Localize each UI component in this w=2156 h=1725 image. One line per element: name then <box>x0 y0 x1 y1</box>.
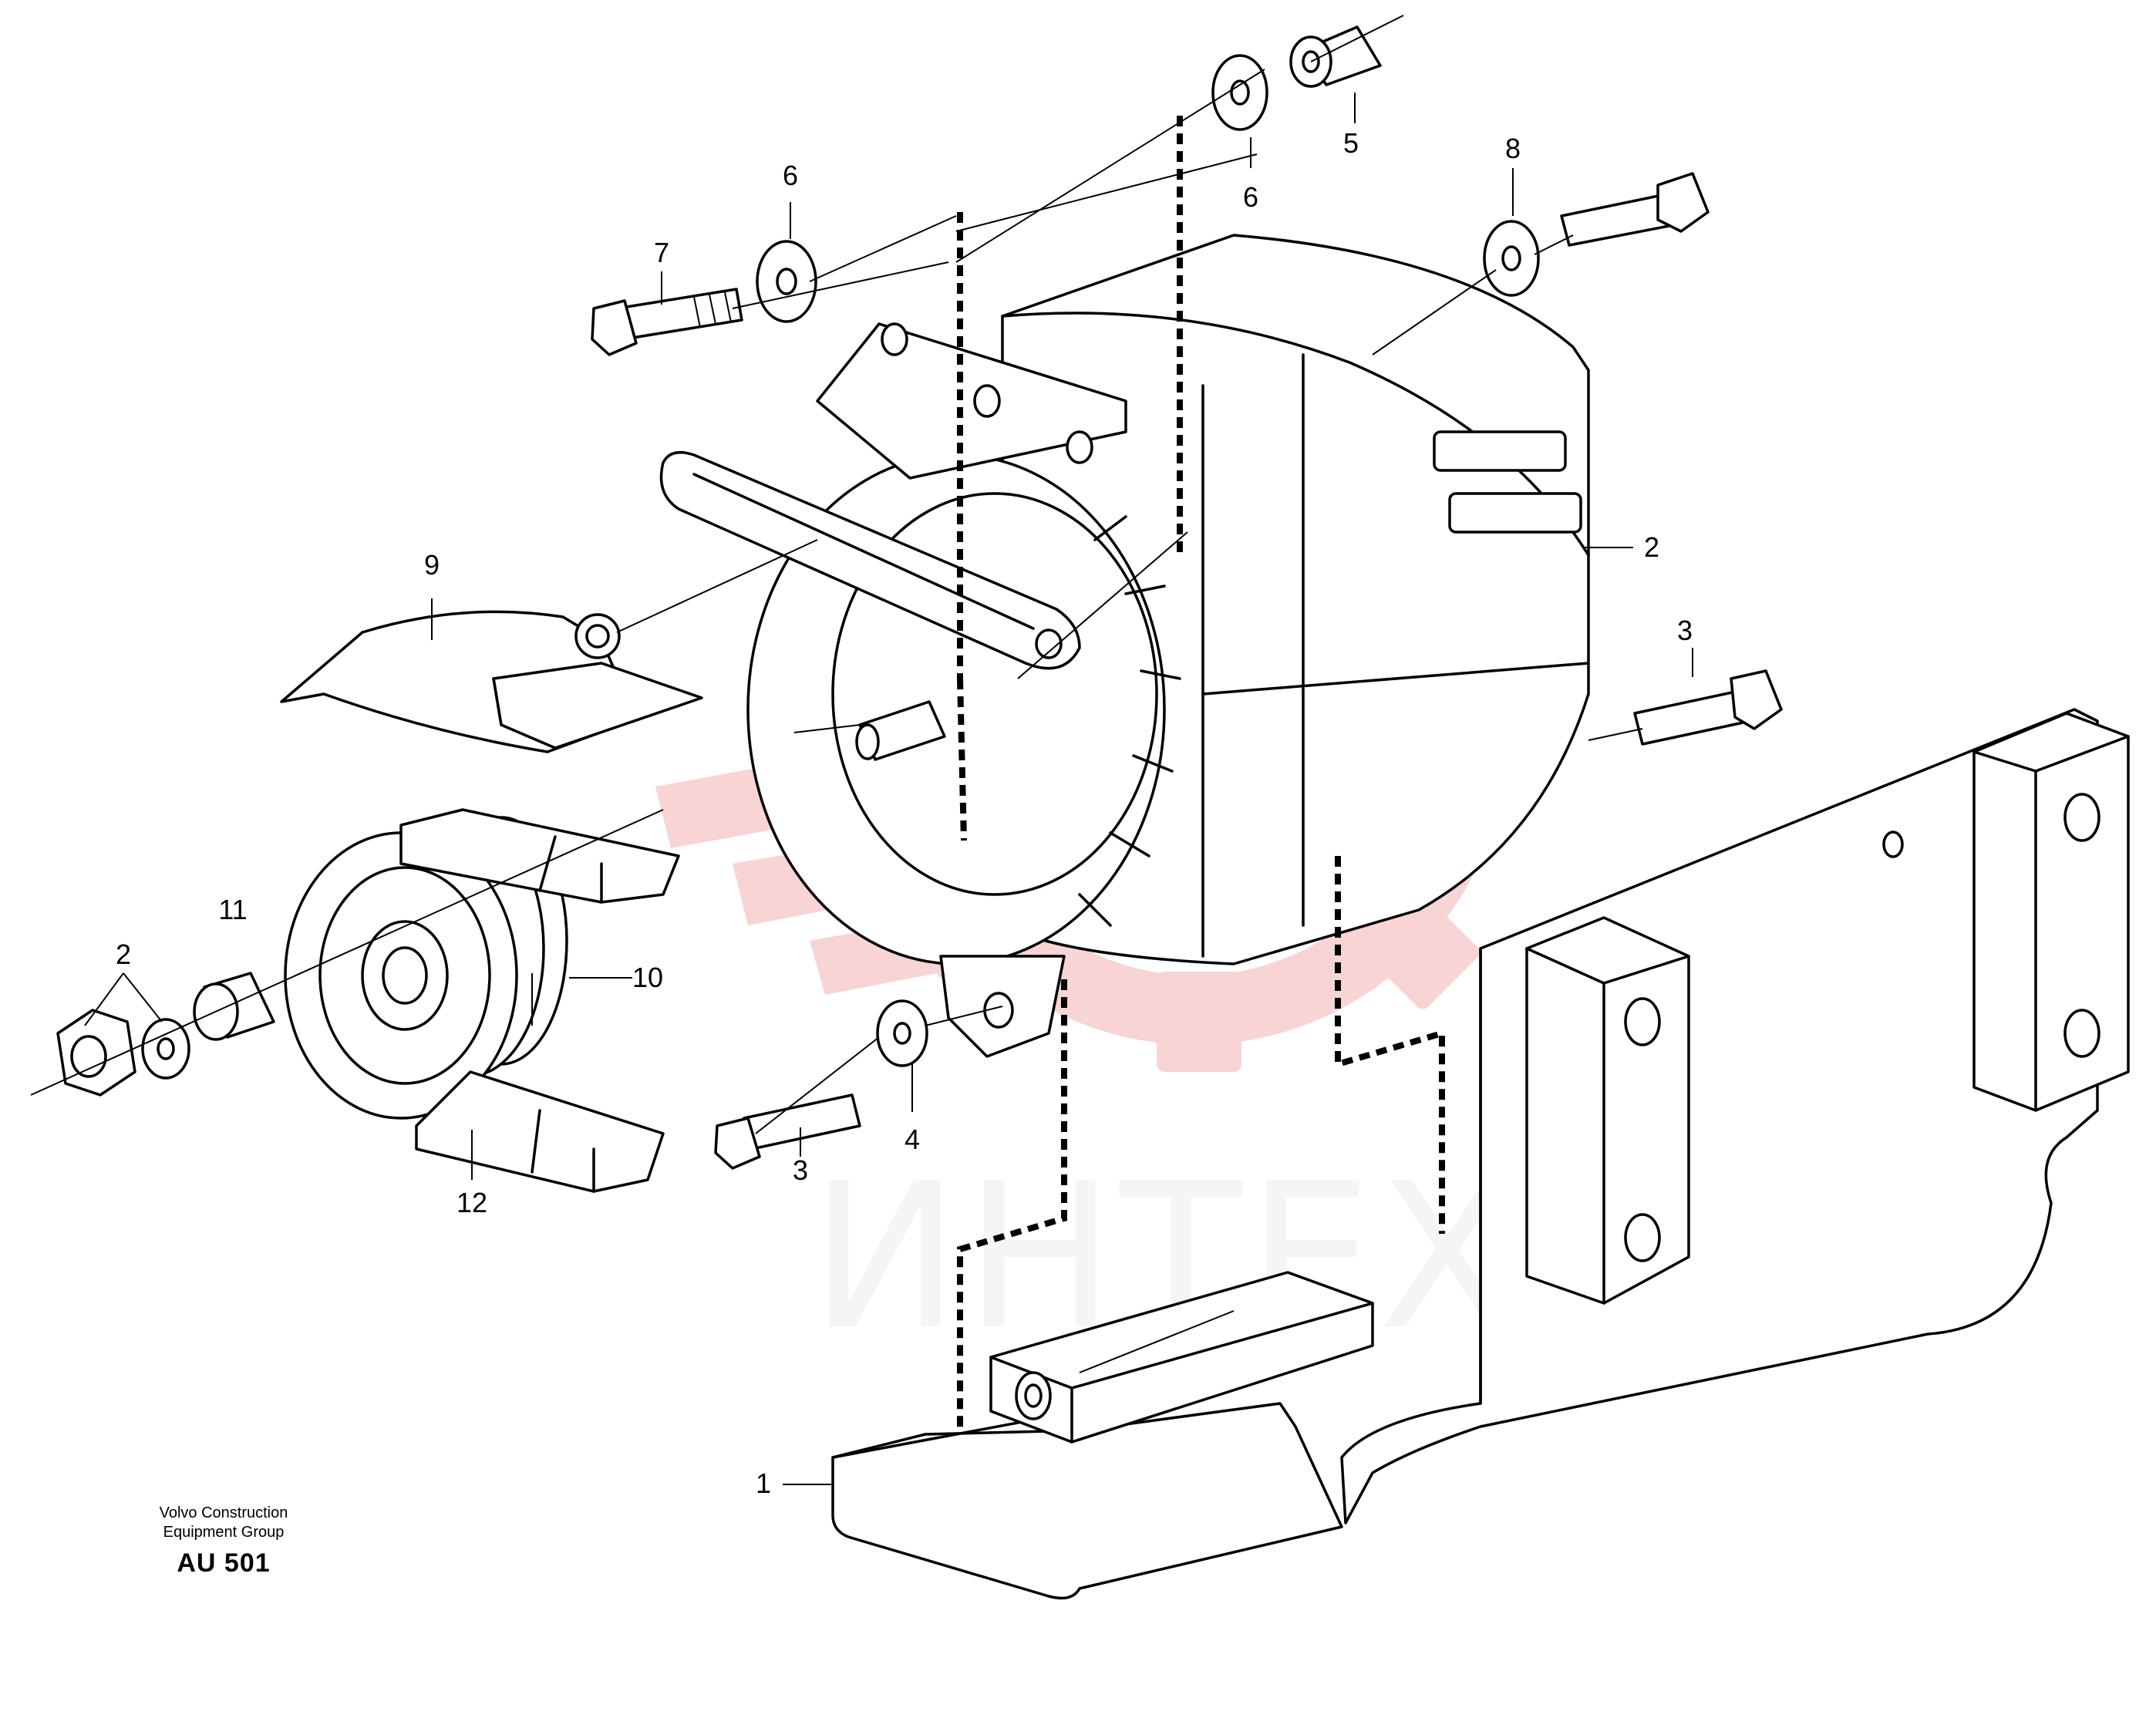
callout-numbers: 1 2 2 3 3 4 5 6 6 7 8 9 10 11 12 <box>116 127 1693 1499</box>
callout-1: 1 <box>756 1467 771 1499</box>
callout-12: 12 <box>456 1187 487 1218</box>
credit-line-1: Volvo Construction <box>159 1504 288 1521</box>
callout-6-left: 6 <box>783 160 798 191</box>
belt-guard <box>280 610 703 753</box>
credit-line-2: Equipment Group <box>163 1524 285 1541</box>
assembly-lines <box>30 15 1643 1373</box>
callout-4: 4 <box>905 1124 920 1155</box>
v-belts <box>399 808 680 1193</box>
mating-paths <box>957 116 1445 1434</box>
callout-11: 11 <box>218 894 247 925</box>
callout-2-alternator: 2 <box>1644 531 1659 563</box>
alternator <box>659 234 1590 1058</box>
callout-7: 7 <box>654 237 669 268</box>
callout-10: 10 <box>632 962 663 993</box>
callout-8: 8 <box>1505 133 1521 164</box>
callout-2-nut-washer: 2 <box>116 938 131 970</box>
callout-5: 5 <box>1343 127 1359 159</box>
callout-3-lower: 3 <box>793 1154 808 1186</box>
callout-9: 9 <box>424 549 440 581</box>
diagram-code: AU 501 <box>177 1548 271 1578</box>
mounting-bracket <box>831 708 2130 1600</box>
pulley <box>284 816 568 1120</box>
publisher-credit: Volvo Construction Equipment Group AU 50… <box>131 1504 316 1578</box>
callout-3-upper: 3 <box>1677 615 1693 646</box>
callout-leaders <box>84 93 1693 1485</box>
fasteners <box>56 25 1783 1170</box>
callout-6-top: 6 <box>1243 181 1258 213</box>
